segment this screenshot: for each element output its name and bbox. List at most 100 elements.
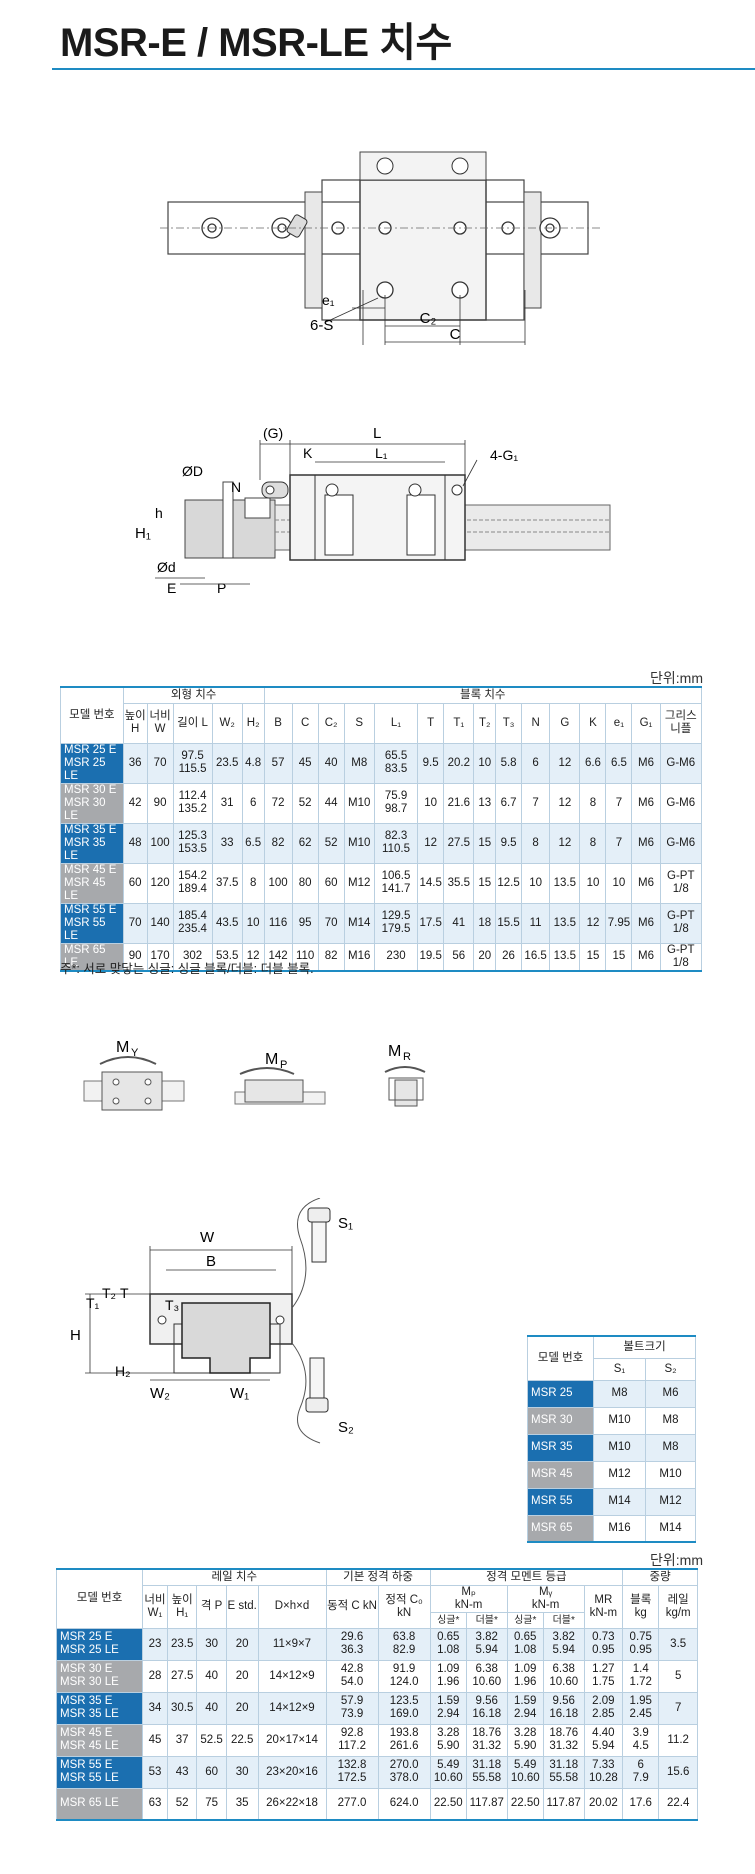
end-seal-right — [523, 191, 542, 309]
t1-col-header: L₁ — [373, 702, 419, 744]
value-cell: 140 — [146, 902, 174, 944]
value-cell: 34 — [142, 1691, 168, 1725]
t1-col-header: C — [291, 702, 319, 744]
value-cell: 9.5 — [495, 822, 523, 864]
value-cell: M8 — [343, 742, 375, 784]
value-cell: 17.6 — [622, 1787, 660, 1821]
header-outer: 외형 치수 — [122, 686, 265, 704]
model-name: MSR 35 LE — [60, 1708, 119, 1720]
value-cell: 31 — [211, 782, 243, 824]
value-cell: 45 — [142, 1723, 168, 1757]
value-cell: 5.8 — [495, 742, 523, 784]
label-w1: W₁ — [230, 1385, 249, 1402]
value-cell: 27.5 — [443, 822, 475, 864]
top-view-drawing: e₁ 6-S C₂ C — [160, 151, 600, 345]
value-cell: 70 — [146, 742, 174, 784]
value-cell: M6 — [631, 902, 661, 944]
model-name: MSR 65 LE — [60, 1797, 119, 1810]
t1-col-header: W₂ — [211, 702, 243, 744]
model-name: MSR 45 LE — [60, 1740, 119, 1752]
value-cell: 60 — [317, 862, 345, 904]
value-cell: 35 — [225, 1787, 259, 1821]
value-cell: G-M6 — [659, 822, 703, 864]
t2-h-e: E std. — [225, 1584, 259, 1629]
t1-col-header: B — [263, 702, 293, 744]
t2-h-block: 블록 kg — [622, 1584, 660, 1629]
model-name: MSR 35 LE — [64, 836, 106, 862]
value-cell: M6 — [631, 742, 661, 784]
label-e: E — [167, 580, 176, 596]
label-h1: H₁ — [135, 525, 151, 542]
value-cell: 22.50 — [506, 1787, 544, 1821]
value-cell: 120 — [146, 862, 174, 904]
header-block: 블록 치수 — [263, 686, 702, 704]
bolt-header-group: 볼트크기 — [592, 1335, 697, 1359]
t2-h-h1: 높이 H₁ — [166, 1584, 198, 1629]
t1-col-header: G₁ — [631, 702, 661, 744]
value-cell: M10 — [343, 822, 375, 864]
value-cell: 142 — [263, 942, 293, 971]
value-cell: 27.5 — [166, 1659, 198, 1693]
value-cell: 43.5 — [211, 902, 243, 944]
value-cell: 624.0 — [377, 1787, 431, 1821]
value-cell: 12 — [549, 742, 581, 784]
value-cell: 23 — [142, 1627, 168, 1661]
value-cell: 4.8 — [241, 742, 265, 784]
bolt-s1: M12 — [593, 1460, 646, 1489]
t1-col-header: T₂ — [473, 702, 497, 744]
model-name: MSR 35 E — [64, 823, 117, 836]
value-cell: 110 — [291, 942, 319, 971]
value-cell: 18 — [473, 902, 497, 944]
t2-header-moment: 정격 모멘트 등급 — [429, 1568, 624, 1586]
value-cell: M6 — [631, 782, 661, 824]
value-cell: 15 — [605, 942, 633, 971]
value-cell: M10 — [343, 782, 375, 824]
block-side — [289, 474, 466, 561]
value-cell: 3.5 — [658, 1627, 698, 1661]
bolt-s2: M8 — [644, 1406, 697, 1435]
t1-col-header: C₂ — [317, 702, 345, 744]
bolt-model: MSR 55 — [527, 1487, 594, 1516]
value-cell: 6.6 — [579, 742, 607, 784]
t1-col-header: T — [417, 702, 445, 744]
t2-header-model: 모델 번호 — [55, 1568, 144, 1629]
model-name: MSR 25 LE — [64, 756, 106, 782]
value-cell: 21.6 — [443, 782, 475, 824]
label-p: P — [217, 580, 226, 596]
label-n: N — [231, 479, 241, 495]
label-c: C — [450, 326, 461, 343]
value-cell: 53 — [142, 1755, 168, 1789]
t2-h-rail: 레일 kg/m — [658, 1584, 698, 1629]
